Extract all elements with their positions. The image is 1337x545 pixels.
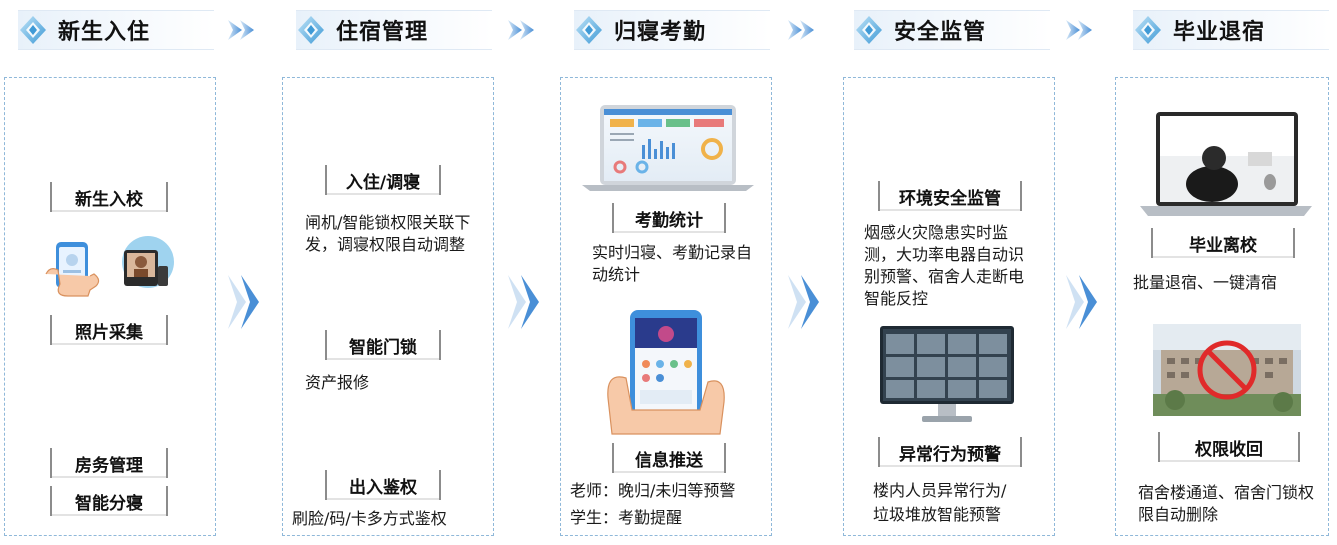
step-label: 出入鉴权 xyxy=(325,470,441,500)
step-description: 批量退宿、一键清宿 xyxy=(1133,273,1278,292)
step-description: 老师：晚归/未归等预警 学生：考勤提醒 xyxy=(570,480,770,529)
stage-title: 归寝考勤 xyxy=(614,20,707,45)
stage-column-5 xyxy=(1115,77,1329,536)
diamond-badge-icon xyxy=(20,16,46,44)
step-label: 房务管理 xyxy=(50,448,168,478)
stage-header-1: 新生入住 xyxy=(18,10,214,50)
step-label: 照片采集 xyxy=(50,315,168,345)
step-description-line: 学生：考勤提醒 xyxy=(570,508,683,527)
stage-column-1 xyxy=(4,77,216,536)
step-label: 信息推送 xyxy=(612,443,726,473)
double-chevron-icon xyxy=(508,275,539,329)
step-label: 智能门锁 xyxy=(325,330,441,360)
building-prohibited-icon xyxy=(1153,324,1301,416)
double-chevron-icon xyxy=(788,275,819,329)
stage-column-2 xyxy=(282,77,494,536)
diamond-badge-icon xyxy=(1135,16,1161,44)
laptop-user-icon xyxy=(1140,112,1312,216)
step-label: 毕业离校 xyxy=(1151,228,1295,258)
tablet-hand-icon xyxy=(607,310,725,435)
step-description: 闸机/智能锁权限关联下发，调寝权限自动调整 xyxy=(305,213,471,254)
face-terminal-icon xyxy=(122,236,174,288)
stage-title: 住宿管理 xyxy=(336,20,429,45)
stage-title: 新生入住 xyxy=(58,20,151,45)
step-label: 异常行为预警 xyxy=(878,437,1022,467)
double-chevron-icon xyxy=(508,20,534,40)
stage-column-4 xyxy=(843,77,1055,536)
step-description: 刷脸/码/卡多方式鉴权 xyxy=(292,509,447,528)
step-label: 智能分寝 xyxy=(50,486,168,516)
stage-header-3: 归寝考勤 xyxy=(574,10,770,50)
step-description-line: 楼内人员异常行为/ xyxy=(873,481,1007,500)
monitor-cctv-icon xyxy=(880,326,1014,422)
stage-title: 安全监管 xyxy=(894,20,987,45)
step-label: 环境安全监管 xyxy=(878,181,1022,211)
step-description: 楼内人员异常行为/ 垃圾堆放智能预警 xyxy=(873,480,1045,526)
step-description: 实时归寝、考勤记录自动统计 xyxy=(592,243,753,284)
phone-hand-icon xyxy=(45,242,100,297)
diamond-badge-icon xyxy=(298,16,324,44)
stage-header-2: 住宿管理 xyxy=(296,10,492,50)
double-chevron-icon xyxy=(1066,20,1092,40)
step-label: 考勤统计 xyxy=(612,203,726,233)
step-label: 入住/调寝 xyxy=(325,165,441,195)
double-chevron-icon xyxy=(1066,275,1097,329)
double-chevron-icon xyxy=(228,275,259,329)
step-label: 权限收回 xyxy=(1158,432,1300,462)
diamond-badge-icon xyxy=(576,16,602,44)
laptop-dashboard-icon xyxy=(582,105,754,191)
step-description: 资产报修 xyxy=(305,373,370,392)
stage-header-5: 毕业退宿 xyxy=(1133,10,1329,50)
stage-title: 毕业退宿 xyxy=(1173,20,1266,45)
step-description-line: 垃圾堆放智能预警 xyxy=(873,505,1002,524)
stage-header-4: 安全监管 xyxy=(854,10,1050,50)
step-label: 新生入校 xyxy=(50,182,168,212)
step-description: 烟感火灾隐患实时监测，大功率电器自动识别预警、宿舍人走断电智能反控 xyxy=(864,223,1025,308)
double-chevron-icon xyxy=(228,20,254,40)
step-description-line: 老师：晚归/未归等预警 xyxy=(570,481,736,500)
diamond-badge-icon xyxy=(856,16,882,44)
stage-column-3 xyxy=(560,77,772,536)
step-description: 宿舍楼通道、宿舍门锁权限自动删除 xyxy=(1138,483,1315,524)
double-chevron-icon xyxy=(788,20,814,40)
